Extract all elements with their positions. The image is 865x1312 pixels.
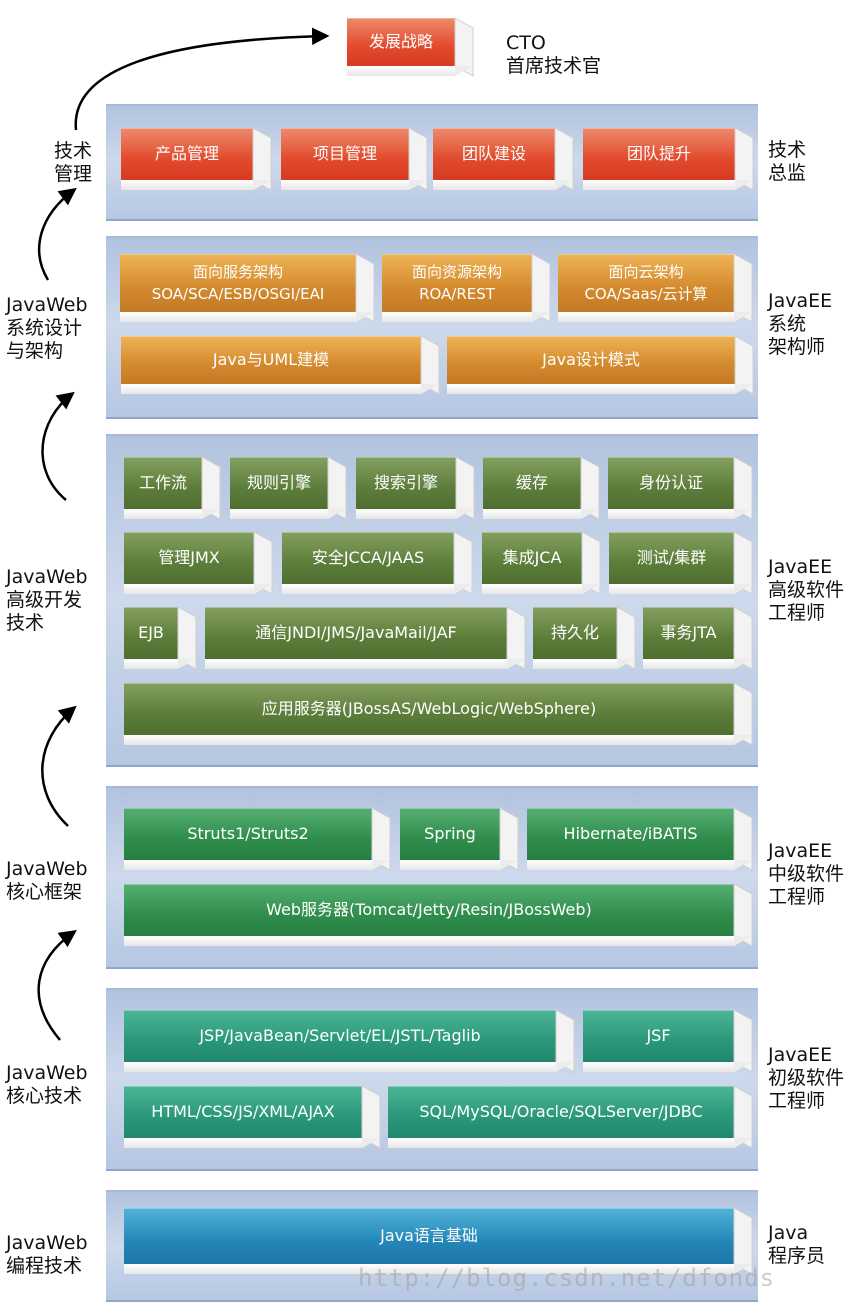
box-workflow: 工作流 xyxy=(124,456,221,520)
strategy-box: 发展战略 xyxy=(347,17,474,77)
arrow-to-management xyxy=(38,187,77,281)
box-jmx: 管理JMX xyxy=(124,531,273,595)
box-persistence: 持久化 xyxy=(533,606,636,670)
box-team-improvement: 团队提升 xyxy=(583,127,754,191)
box-ejb: EJB xyxy=(124,606,197,670)
box-app-server: 应用服务器(JBossAS/WebLogic/WebSphere) xyxy=(124,682,753,746)
box-cache: 缓存 xyxy=(483,456,600,520)
box-test-cluster: 测试/集群 xyxy=(609,531,753,595)
watermark: http://blog.csdn.net/dfonds xyxy=(358,1264,776,1292)
box-uml: Java与UML建模 xyxy=(121,335,440,395)
box-search-engine: 搜索引擎 xyxy=(356,456,475,520)
box-project-management: 项目管理 xyxy=(281,127,428,191)
box-rule-engine: 规则引擎 xyxy=(230,456,347,520)
stage-management: 技术管理 xyxy=(54,140,93,185)
box-jta: 事务JTA xyxy=(643,606,753,670)
box-jsf: JSF xyxy=(583,1009,753,1073)
box-hibernate: Hibernate/iBATIS xyxy=(527,807,753,871)
box-product-management: 产品管理 xyxy=(121,127,272,191)
strategy-box-text: 发展战略 xyxy=(368,32,433,51)
arrow-to-frameworks xyxy=(37,929,77,1041)
box-communication: 通信JNDI/JMS/JavaMail/JAF xyxy=(205,606,526,670)
arrow-to-advanced xyxy=(41,705,77,827)
box-html: HTML/CSS/JS/XML/AJAX xyxy=(124,1085,381,1149)
role-director: 技术总监 xyxy=(768,139,807,184)
box-team-building: 团队建设 xyxy=(433,127,574,191)
box-jsp: JSP/JavaBean/Servlet/EL/JSTL/Taglib xyxy=(124,1009,575,1073)
box-java-basics: Java语言基础 xyxy=(124,1207,753,1275)
cto-label: CTO 首席技术官 xyxy=(506,32,602,77)
box-struts: Struts1/Struts2 xyxy=(124,807,391,871)
box-spring: Spring xyxy=(400,807,519,871)
box-security: 安全JCCA/JAAS xyxy=(282,531,473,595)
box-design-patterns: Java设计模式 xyxy=(447,335,754,395)
box-sql: SQL/MySQL/Oracle/SQLServer/JDBC xyxy=(388,1085,753,1149)
arrow-to-architecture xyxy=(41,391,75,501)
box-authentication: 身份认证 xyxy=(608,456,753,520)
box-jca: 集成JCA xyxy=(482,531,601,595)
box-web-server: Web服务器(Tomcat/Jetty/Resin/JBossWeb) xyxy=(124,883,753,947)
